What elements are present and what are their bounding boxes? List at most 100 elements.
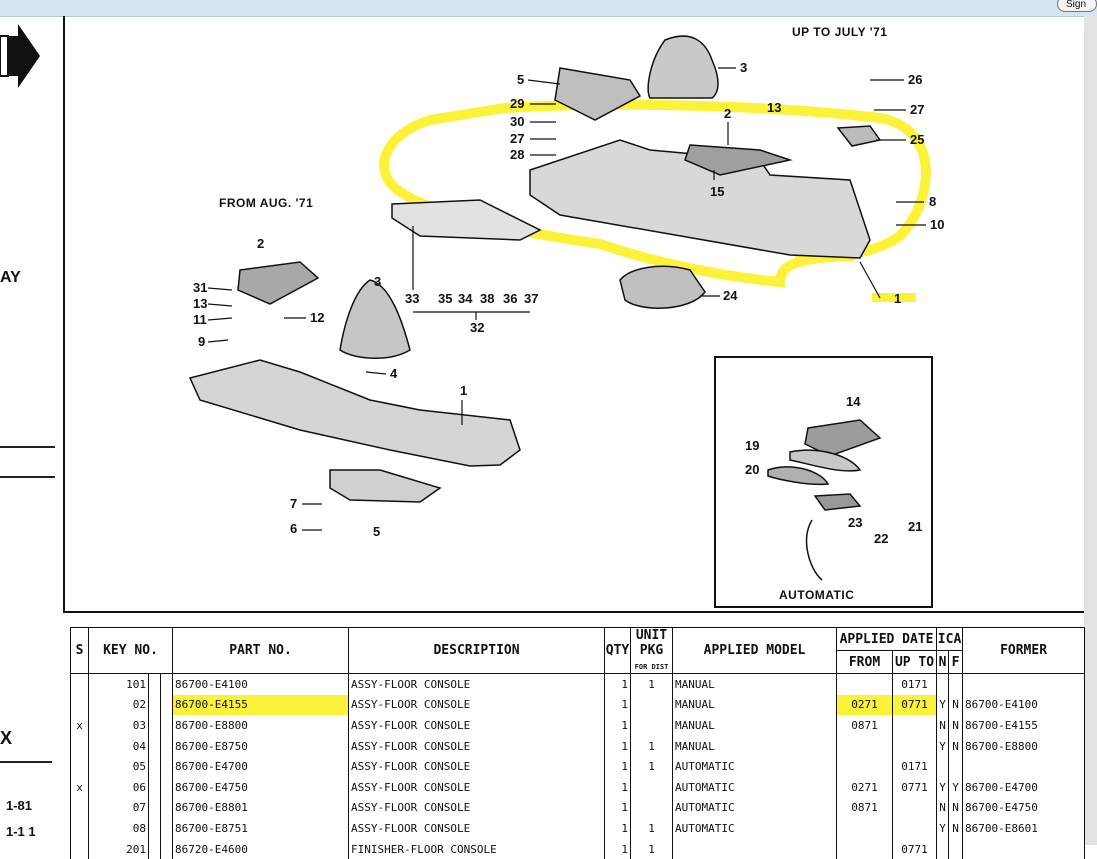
row-former: [962, 756, 1086, 777]
row-star: [70, 673, 89, 695]
row-former: [962, 838, 1086, 859]
caption-from-aug: FROM AUG. '71: [219, 196, 313, 210]
row-qty: 1: [604, 797, 632, 819]
cover-part-5-lower: [329, 469, 442, 503]
header-qty: QTY: [604, 627, 632, 674]
row-key-no: 05: [88, 756, 149, 777]
row-applied-model: MANUAL: [672, 694, 838, 716]
row-former: 86700-E4155: [962, 715, 1086, 736]
header-description: DESCRIPTION: [348, 627, 606, 674]
row-ica-n: Y: [936, 818, 950, 839]
finisher-part-2-lower: [237, 261, 320, 305]
row-star: [70, 735, 89, 757]
arrow-right-icon: [0, 24, 40, 88]
row-star: x: [70, 715, 89, 736]
row-description: ASSY-FLOOR CONSOLE: [348, 797, 606, 819]
row-former: [962, 673, 1086, 695]
row-ica-f: Y: [948, 776, 964, 798]
row-divider: [148, 818, 161, 839]
callout-number: 4: [390, 366, 398, 381]
row-description: ASSY-FLOOR CONSOLE: [348, 673, 606, 695]
margin-rule: [0, 761, 52, 763]
row-ica-n: [936, 838, 950, 859]
row-former: 86700-E8601: [962, 818, 1086, 839]
callout-number: 1: [460, 383, 467, 398]
row-ica-f: N: [948, 797, 964, 819]
row-divider: [148, 694, 161, 716]
row-date-from: 0871: [836, 797, 894, 819]
caption-up-to-july: UP TO JULY '71: [792, 25, 887, 39]
row-applied-model: MANUAL: [672, 715, 838, 736]
row-divider: [159, 735, 174, 757]
row-qty: 1: [604, 838, 632, 859]
row-divider: [148, 715, 161, 736]
parts-table: S KEY NO. PART NO. DESCRIPTION QTY UNIT …: [70, 627, 1086, 859]
row-description: ASSY-FLOOR CONSOLE: [348, 735, 606, 757]
callout-number: 15: [710, 184, 724, 199]
callout-number: 5: [517, 72, 524, 87]
callout-number: 22: [874, 531, 888, 546]
callout-number: 5: [373, 524, 380, 539]
header-former: FORMER: [962, 627, 1086, 674]
header-from: FROM: [836, 650, 894, 674]
row-date-from: [836, 673, 894, 695]
row-ica-n: [936, 756, 950, 777]
part-20: [767, 466, 830, 486]
row-star: [70, 797, 89, 819]
console-body-upper: [529, 139, 871, 259]
row-ica-f: N: [948, 735, 964, 757]
row-date-from: [836, 838, 894, 859]
row-star: [70, 818, 89, 839]
vertical-scrollbar[interactable]: [1084, 16, 1097, 845]
row-qty: 1: [604, 818, 632, 839]
row-qty: 1: [604, 756, 632, 777]
row-ica-f: [948, 838, 964, 859]
row-part-no: 86700-E8751: [172, 818, 350, 839]
callout-number: 28: [510, 147, 524, 162]
callout-number: 26: [908, 72, 922, 87]
header-s: S: [70, 627, 89, 674]
console-body-lower: [188, 359, 521, 467]
callout-number: 20: [745, 462, 759, 477]
row-part-no: 86700-E4750: [172, 776, 350, 798]
callout-number: 36: [503, 291, 517, 306]
callout-number: 11: [193, 312, 207, 327]
callout-number: 7: [290, 496, 297, 511]
header-applied-model: APPLIED MODEL: [672, 627, 838, 674]
callout-number: 25: [910, 132, 924, 147]
row-date-from: [836, 735, 894, 757]
row-ica-f: [948, 673, 964, 695]
row-divider: [159, 694, 174, 716]
row-divider: [148, 673, 161, 695]
row-ica-n: [936, 673, 950, 695]
row-key-no: 201: [88, 838, 149, 859]
row-former: 86700-E8800: [962, 735, 1086, 757]
callout-number: 32: [470, 320, 484, 335]
caption-automatic: AUTOMATIC: [779, 588, 854, 602]
callout-number: 13: [767, 100, 781, 115]
indicator-part-14: [804, 419, 882, 457]
row-part-no: 86700-E4155: [172, 694, 350, 716]
row-part-no: 86700-E4100: [172, 673, 350, 695]
callout-number: 19: [745, 438, 759, 453]
row-unit-pkg: [630, 776, 674, 798]
row-ica-f: N: [948, 694, 964, 716]
row-description: FINISHER-FLOOR CONSOLE: [348, 838, 606, 859]
callout-number: 10: [930, 217, 944, 232]
row-key-no: 101: [88, 673, 149, 695]
row-key-no: 06: [88, 776, 149, 798]
row-applied-model: AUTOMATIC: [672, 797, 838, 819]
row-key-no: 04: [88, 735, 149, 757]
margin-page-ref: 1-81: [6, 798, 33, 813]
callout-number: 12: [310, 310, 324, 325]
row-qty: 1: [604, 735, 632, 757]
row-ica-n: N: [936, 715, 950, 736]
row-applied-model: AUTOMATIC: [672, 818, 838, 839]
row-date-upto: 0171: [892, 756, 938, 777]
row-divider: [159, 838, 174, 859]
